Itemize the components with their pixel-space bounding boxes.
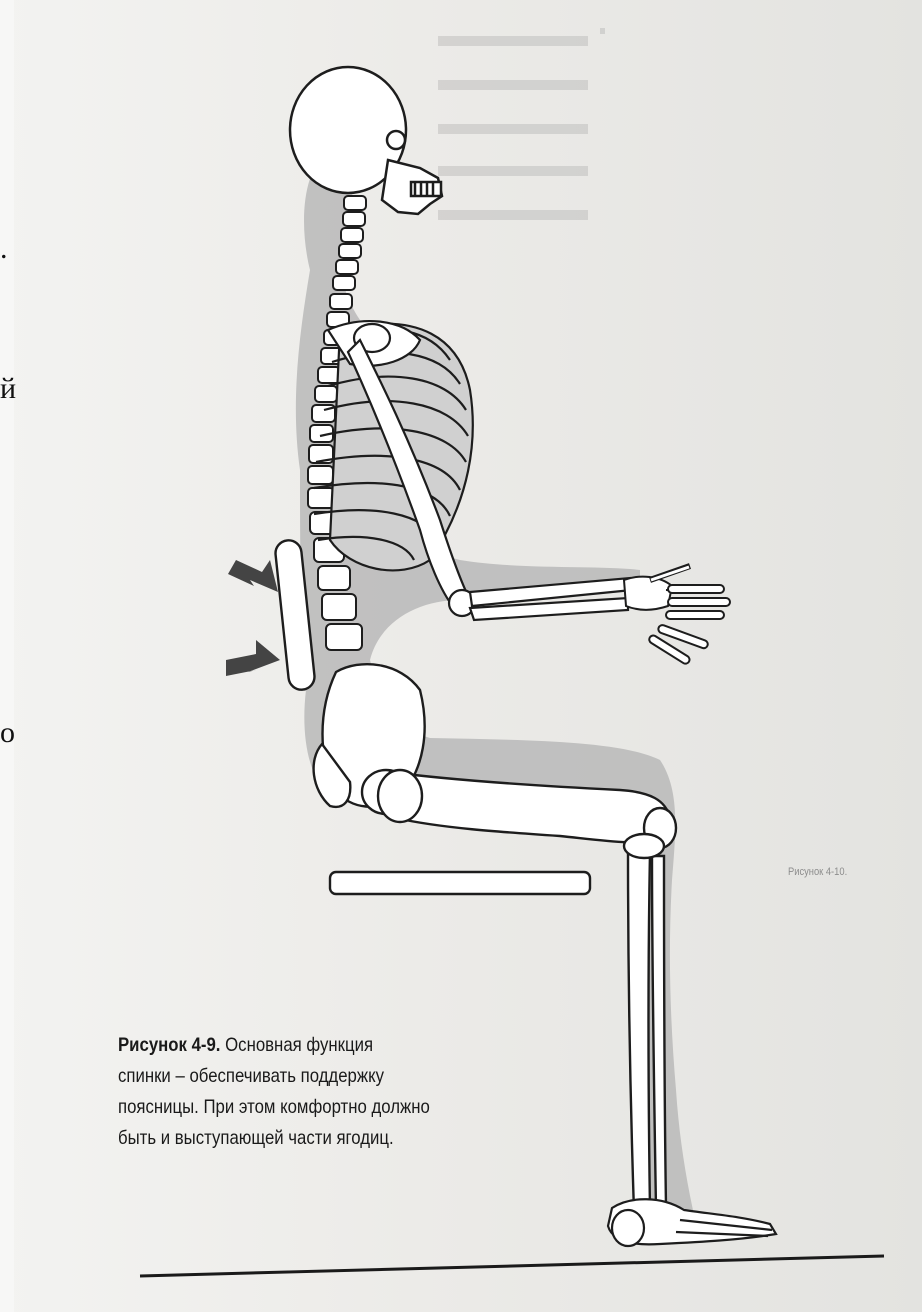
caption-line-1: Основная функция [220,1034,373,1056]
arrows [226,560,280,676]
lower-leg [624,834,666,1212]
caption-line-4: быть и выступающей части ягодиц. [118,1127,394,1149]
chair-seat [330,872,590,894]
right-figure-label: Рисунок 4-10. [788,866,847,878]
floor-line [140,1256,884,1276]
figure-caption: Рисунок 4-9. Основная функция спинки – о… [118,1030,479,1154]
hand [624,566,730,665]
caption-line-3: поясницы. При этом комфортно должно [118,1096,430,1118]
figure-label: Рисунок 4-9. [118,1034,220,1056]
paragraph-ghost-rows [438,36,588,220]
faded-text-lines [600,28,605,34]
caption-line-2: спинки – обеспечивать поддержку [118,1065,384,1087]
